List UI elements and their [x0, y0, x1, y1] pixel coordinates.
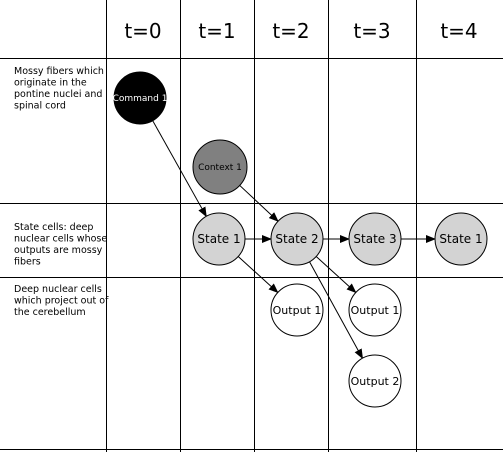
node-context-1: Context 1 — [192, 139, 248, 195]
node-state-1-t1: State 1 — [192, 212, 246, 266]
edge-arrow — [237, 256, 279, 294]
edge-arrow — [309, 261, 363, 360]
row-label-line: outputs are mossy — [14, 245, 103, 256]
row-label-line: Mossy fibers which — [14, 66, 104, 77]
node-output-1-t2-label: Output 1 — [273, 304, 322, 317]
col-header-t3: t=3 — [353, 19, 390, 43]
edges — [152, 120, 436, 360]
node-command-1: Command 1 — [113, 71, 168, 125]
col-header-t0: t=0 — [124, 19, 161, 43]
row-label-line: Deep nuclear cells — [14, 284, 102, 295]
node-state-2-t2-label: State 2 — [275, 232, 318, 246]
edge-arrow — [315, 256, 357, 294]
node-state-2-t2: State 2 — [270, 212, 324, 266]
row-label-line: originate in the — [14, 78, 87, 89]
column-headers: t=0 t=1 t=2 t=3 t=4 — [124, 19, 477, 43]
node-state-2-t2-circle — [270, 212, 324, 266]
node-state-1-t4-circle — [434, 212, 488, 266]
node-context-1-circle — [192, 139, 248, 195]
row-label-line: the cerebellum — [14, 307, 86, 318]
node-output-2-t3-label: Output 2 — [351, 375, 400, 388]
nodes: Command 1 Context 1 State 1 State 2 Stat… — [113, 71, 488, 408]
col-header-t1: t=1 — [198, 19, 235, 43]
row-label-deep-nuclear: Deep nuclear cells which project out of … — [14, 284, 111, 318]
row-label-line: spinal cord — [14, 101, 66, 112]
node-output-2-t3-circle — [348, 354, 402, 408]
node-output-1-t3-label: Output 1 — [351, 304, 400, 317]
node-output-1-t3-circle — [348, 283, 402, 337]
col-header-t2: t=2 — [272, 19, 309, 43]
node-state-1-t4: State 1 — [434, 212, 488, 266]
node-context-1-label: Context 1 — [198, 163, 242, 173]
node-state-1-t1-circle — [192, 212, 246, 266]
node-command-1-circle — [113, 71, 167, 125]
col-header-t4: t=4 — [440, 19, 477, 43]
edge-arrow — [152, 120, 207, 218]
node-output-2-t3: Output 2 — [348, 354, 402, 408]
row-label-state-cells: State cells: deep nuclear cells whose ou… — [14, 222, 110, 268]
node-output-1-t2: Output 1 — [270, 283, 324, 337]
edge-arrow — [239, 185, 279, 222]
row-label-line: nuclear cells whose — [14, 234, 107, 245]
row-labels: Mossy fibers which originate in the pont… — [14, 66, 111, 318]
node-state-1-t1-label: State 1 — [197, 232, 240, 246]
row-label-line: pontine nuclei and — [14, 89, 102, 100]
node-state-3-t3-circle — [348, 212, 402, 266]
node-state-3-t3: State 3 — [348, 212, 402, 266]
node-output-1-t3: Output 1 — [348, 283, 402, 337]
node-state-1-t4-label: State 1 — [439, 232, 482, 246]
row-label-line: fibers — [14, 257, 41, 268]
node-state-3-t3-label: State 3 — [353, 232, 396, 246]
row-label-mossy-fibers: Mossy fibers which originate in the pont… — [14, 66, 107, 112]
node-output-1-t2-circle — [270, 283, 324, 337]
row-label-line: which project out of — [14, 296, 109, 307]
node-command-1-label: Command 1 — [113, 94, 168, 104]
row-label-line: State cells: deep — [14, 222, 93, 233]
